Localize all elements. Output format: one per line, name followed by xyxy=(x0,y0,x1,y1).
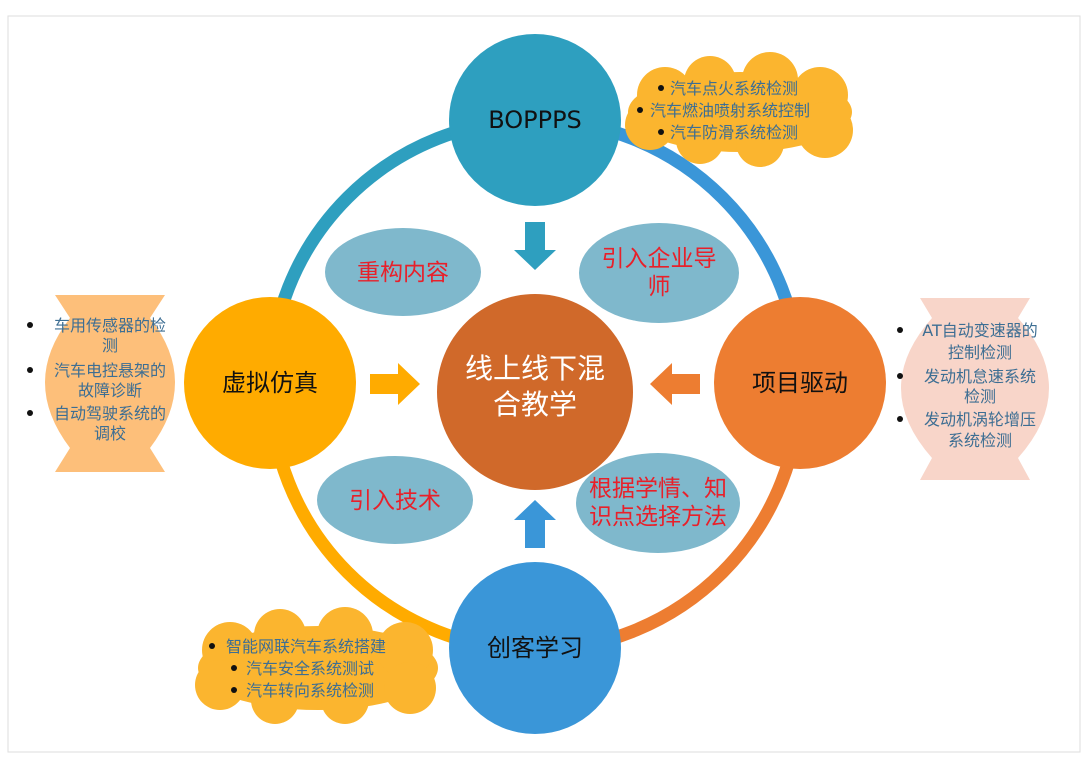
node-virtual-simulation-label: 虚拟仿真 xyxy=(222,369,318,397)
cloud-item: 发动机涡轮增压 xyxy=(924,410,1036,429)
oval-enterprise-mentor xyxy=(579,223,739,323)
oval-label: 重构内容 xyxy=(357,260,449,286)
oval-choose-method xyxy=(576,453,740,553)
cloud-item: 自动驾驶系统的 xyxy=(54,404,166,423)
arrow-up-icon xyxy=(514,500,556,548)
center-blended-teaching xyxy=(437,294,633,490)
shape-right: AT自动变速器的 控制检测 发动机怠速系统 检测 发动机涡轮增压 系统检测 xyxy=(897,298,1049,480)
node-boppps-label: BOPPPS xyxy=(488,106,582,134)
cloud-item: 系统检测 xyxy=(948,431,1012,450)
cloud-item: 汽车安全系统测试 xyxy=(246,659,374,678)
cloud-top-right: 汽车点火系统检测 汽车燃油喷射系统控制 汽车防滑系统检测 xyxy=(625,52,853,167)
shape-left: 车用传感器的检 测 汽车电控悬架的 故障诊断 自动驾驶系统的 调校 xyxy=(27,295,175,472)
node-maker-learning-label: 创客学习 xyxy=(487,634,583,662)
cloud-item: 发动机怠速系统 xyxy=(924,367,1036,386)
node-project-driven xyxy=(714,297,886,469)
arrow-right-icon xyxy=(370,363,420,405)
node-maker-learning xyxy=(449,562,621,734)
oval-label: 根据学情、知 xyxy=(589,476,727,502)
cloud-item: 控制检测 xyxy=(948,343,1012,362)
oval-introduce-technology xyxy=(317,456,473,544)
node-virtual-simulation xyxy=(184,297,356,469)
cloud-item: 检测 xyxy=(964,387,996,406)
cloud-item: 汽车转向系统检测 xyxy=(246,681,374,700)
cloud-item: 测 xyxy=(102,336,118,355)
cloud-bottom-left: 智能网联汽车系统搭建 汽车安全系统测试 汽车转向系统检测 xyxy=(195,607,438,724)
cloud-item: 汽车电控悬架的 xyxy=(54,361,166,380)
arrow-down-icon xyxy=(514,222,556,270)
oval-restructure-content xyxy=(325,228,481,316)
node-boppps xyxy=(449,34,621,206)
cloud-item: 汽车燃油喷射系统控制 xyxy=(650,101,810,120)
oval-label: 师 xyxy=(648,274,671,300)
cloud-item: 汽车防滑系统检测 xyxy=(670,123,798,142)
center-label: 线上线下混 xyxy=(465,352,605,385)
cloud-item: 智能网联汽车系统搭建 xyxy=(226,637,386,656)
cloud-item: 汽车点火系统检测 xyxy=(670,79,798,98)
center-label: 合教学 xyxy=(493,388,577,421)
node-project-driven-label: 项目驱动 xyxy=(752,369,848,397)
cloud-item: 车用传感器的检 xyxy=(54,316,166,335)
cloud-item: 故障诊断 xyxy=(78,381,142,400)
oval-label: 引入技术 xyxy=(349,488,441,514)
arrow-left-icon xyxy=(650,363,700,405)
oval-label: 识点选择方法 xyxy=(589,504,727,530)
oval-label: 引入企业导 xyxy=(602,246,717,272)
cloud-item: AT自动变速器的 xyxy=(922,321,1037,340)
cloud-item: 调校 xyxy=(94,424,126,443)
